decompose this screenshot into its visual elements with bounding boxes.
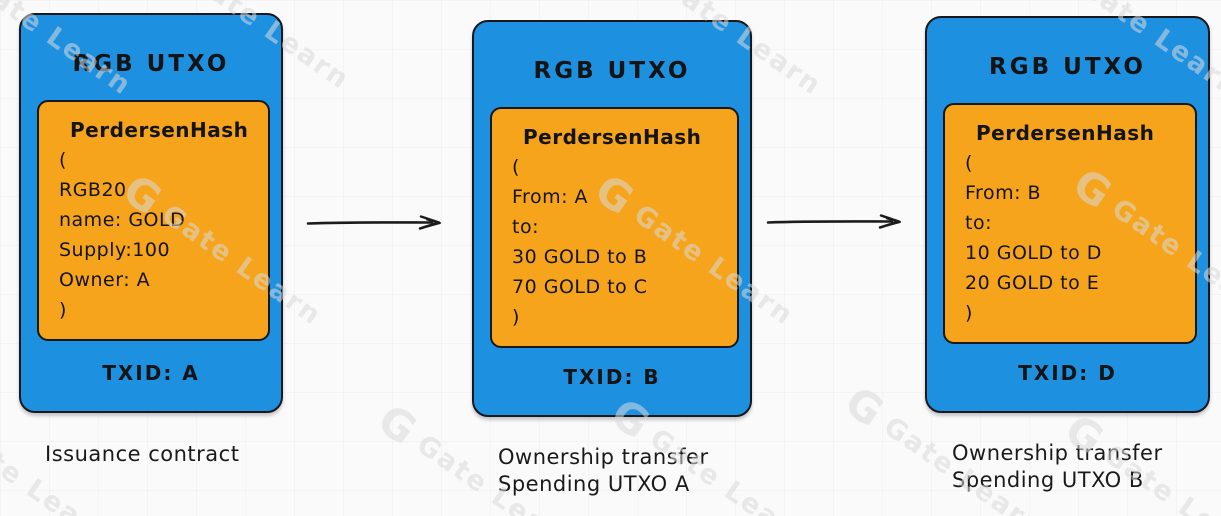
- hash-title: PerdersenHash: [523, 125, 702, 149]
- hash-line: (: [965, 152, 973, 174]
- txid-label: TXID: B: [563, 365, 661, 389]
- hash-line: RGB20: [59, 179, 127, 201]
- hash-title: PerdersenHash: [70, 118, 249, 142]
- arrow-transfer-a-to-transfer-b: [766, 214, 901, 229]
- utxo-card-issuance: RGB UTXO PerdersenHash ( RGB20 name: GOL…: [19, 13, 283, 413]
- pedersen-hash-box: PerdersenHash ( RGB20 name: GOLD Supply:…: [37, 100, 270, 341]
- caption-line: Ownership transfer: [498, 445, 709, 469]
- hash-line: From: B: [965, 182, 1042, 204]
- hash-title: PerdersenHash: [976, 121, 1155, 145]
- card-title: RGB UTXO: [989, 54, 1146, 80]
- caption-line: Issuance contract: [45, 442, 240, 466]
- txid-label: TXID: A: [102, 361, 200, 385]
- hash-line: ): [59, 299, 67, 321]
- caption-line: Ownership transfer: [952, 441, 1163, 465]
- pedersen-hash-box: PerdersenHash ( From: B to: 10 GOLD to D…: [943, 103, 1197, 344]
- pedersen-hash-box: PerdersenHash ( From: A to: 30 GOLD to B…: [490, 107, 739, 348]
- hash-line: 20 GOLD to E: [965, 272, 1100, 294]
- hash-line: Owner: A: [59, 269, 151, 291]
- hash-line: ): [965, 302, 973, 324]
- watermark-label: Gate Learn: [0, 420, 118, 516]
- utxo-card-transfer-a: RGB UTXO PerdersenHash ( From: A to: 30 …: [472, 20, 752, 417]
- caption-issuance: Issuance contract: [45, 441, 239, 468]
- hash-line: (: [512, 156, 520, 178]
- hash-line: name: GOLD: [59, 209, 186, 231]
- hash-line: 30 GOLD to B: [512, 246, 648, 268]
- hash-line: to:: [512, 216, 539, 238]
- caption-transfer-a: Ownership transfer Spending UTXO A: [498, 444, 709, 498]
- utxo-card-transfer-b: RGB UTXO PerdersenHash ( From: B to: 10 …: [925, 16, 1210, 413]
- gate-logo-icon: G: [369, 394, 428, 456]
- card-title: RGB UTXO: [533, 58, 691, 84]
- caption-line: Spending UTXO A: [498, 472, 690, 496]
- hash-line: Supply:100: [59, 239, 171, 261]
- card-title: RGB UTXO: [72, 51, 230, 77]
- caption-transfer-b: Ownership transfer Spending UTXO B: [952, 440, 1163, 494]
- hash-line: From: A: [512, 186, 589, 208]
- txid-label: TXID: D: [1018, 361, 1117, 385]
- hash-line: ): [512, 306, 520, 328]
- hash-line: 10 GOLD to D: [965, 242, 1102, 264]
- arrow-issuance-to-transfer-a: [306, 215, 441, 230]
- hash-line: to:: [965, 212, 992, 234]
- hash-line: 70 GOLD to C: [512, 276, 648, 298]
- gate-logo-icon: G: [836, 376, 895, 438]
- hash-line: (: [59, 149, 67, 171]
- caption-line: Spending UTXO B: [952, 468, 1144, 492]
